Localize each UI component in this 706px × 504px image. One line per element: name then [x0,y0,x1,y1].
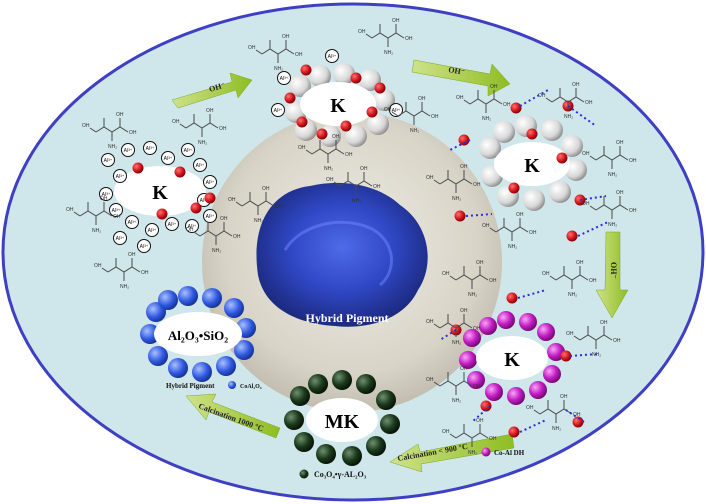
k-particle-top: K [285,63,395,147]
hybrid-pigment-photo [202,112,502,412]
oh-arrow-3: OH⁻ [595,231,629,319]
svg-text:OH⁻: OH⁻ [448,65,466,77]
svg-text:K: K [504,349,520,371]
k-particle-right: K [479,115,587,211]
legend-co3o4: Co₃O₄•γ-AL₂O₃ [299,469,367,479]
calcination-arrow-1: Calcination < 900 °C [389,433,515,473]
k-particle-left: K [114,166,206,216]
svg-text:Co-Al DH: Co-Al DH [494,449,525,457]
svg-text:K: K [152,182,168,204]
svg-text:MK: MK [325,411,360,433]
svg-text:CoAl₂O₄: CoAl₂O₄ [240,384,262,390]
hydrogen-bond-lines [439,89,609,433]
oh-arrow-1: OH⁻ [171,72,253,109]
svg-text:Al₂O₃•SiO₂: Al₂O₃•SiO₂ [168,328,228,343]
legend-hybrid-pigment: Hybrid Pigment CoAl₂O₄ [166,381,262,390]
oh-arrow-2: OH⁻ [411,59,511,97]
k-particle-bottom-right: K [459,311,565,405]
svg-text:K: K [330,95,346,117]
hybrid-pigment-center-label: Hybrid Pigment [306,311,389,325]
svg-text:OH⁻: OH⁻ [609,262,618,279]
hybrid-pigment-particle: Al₂O₃•SiO₂ [140,286,256,382]
mk-particle: MK [284,370,400,466]
svg-text:Co₃O₄•γ-AL₂O₃: Co₃O₄•γ-AL₂O₃ [314,470,367,479]
legend-co-al-dh: Co-Al DH [481,447,525,457]
svg-text:Hybrid Pigment: Hybrid Pigment [166,382,215,390]
svg-text:K: K [524,155,540,177]
